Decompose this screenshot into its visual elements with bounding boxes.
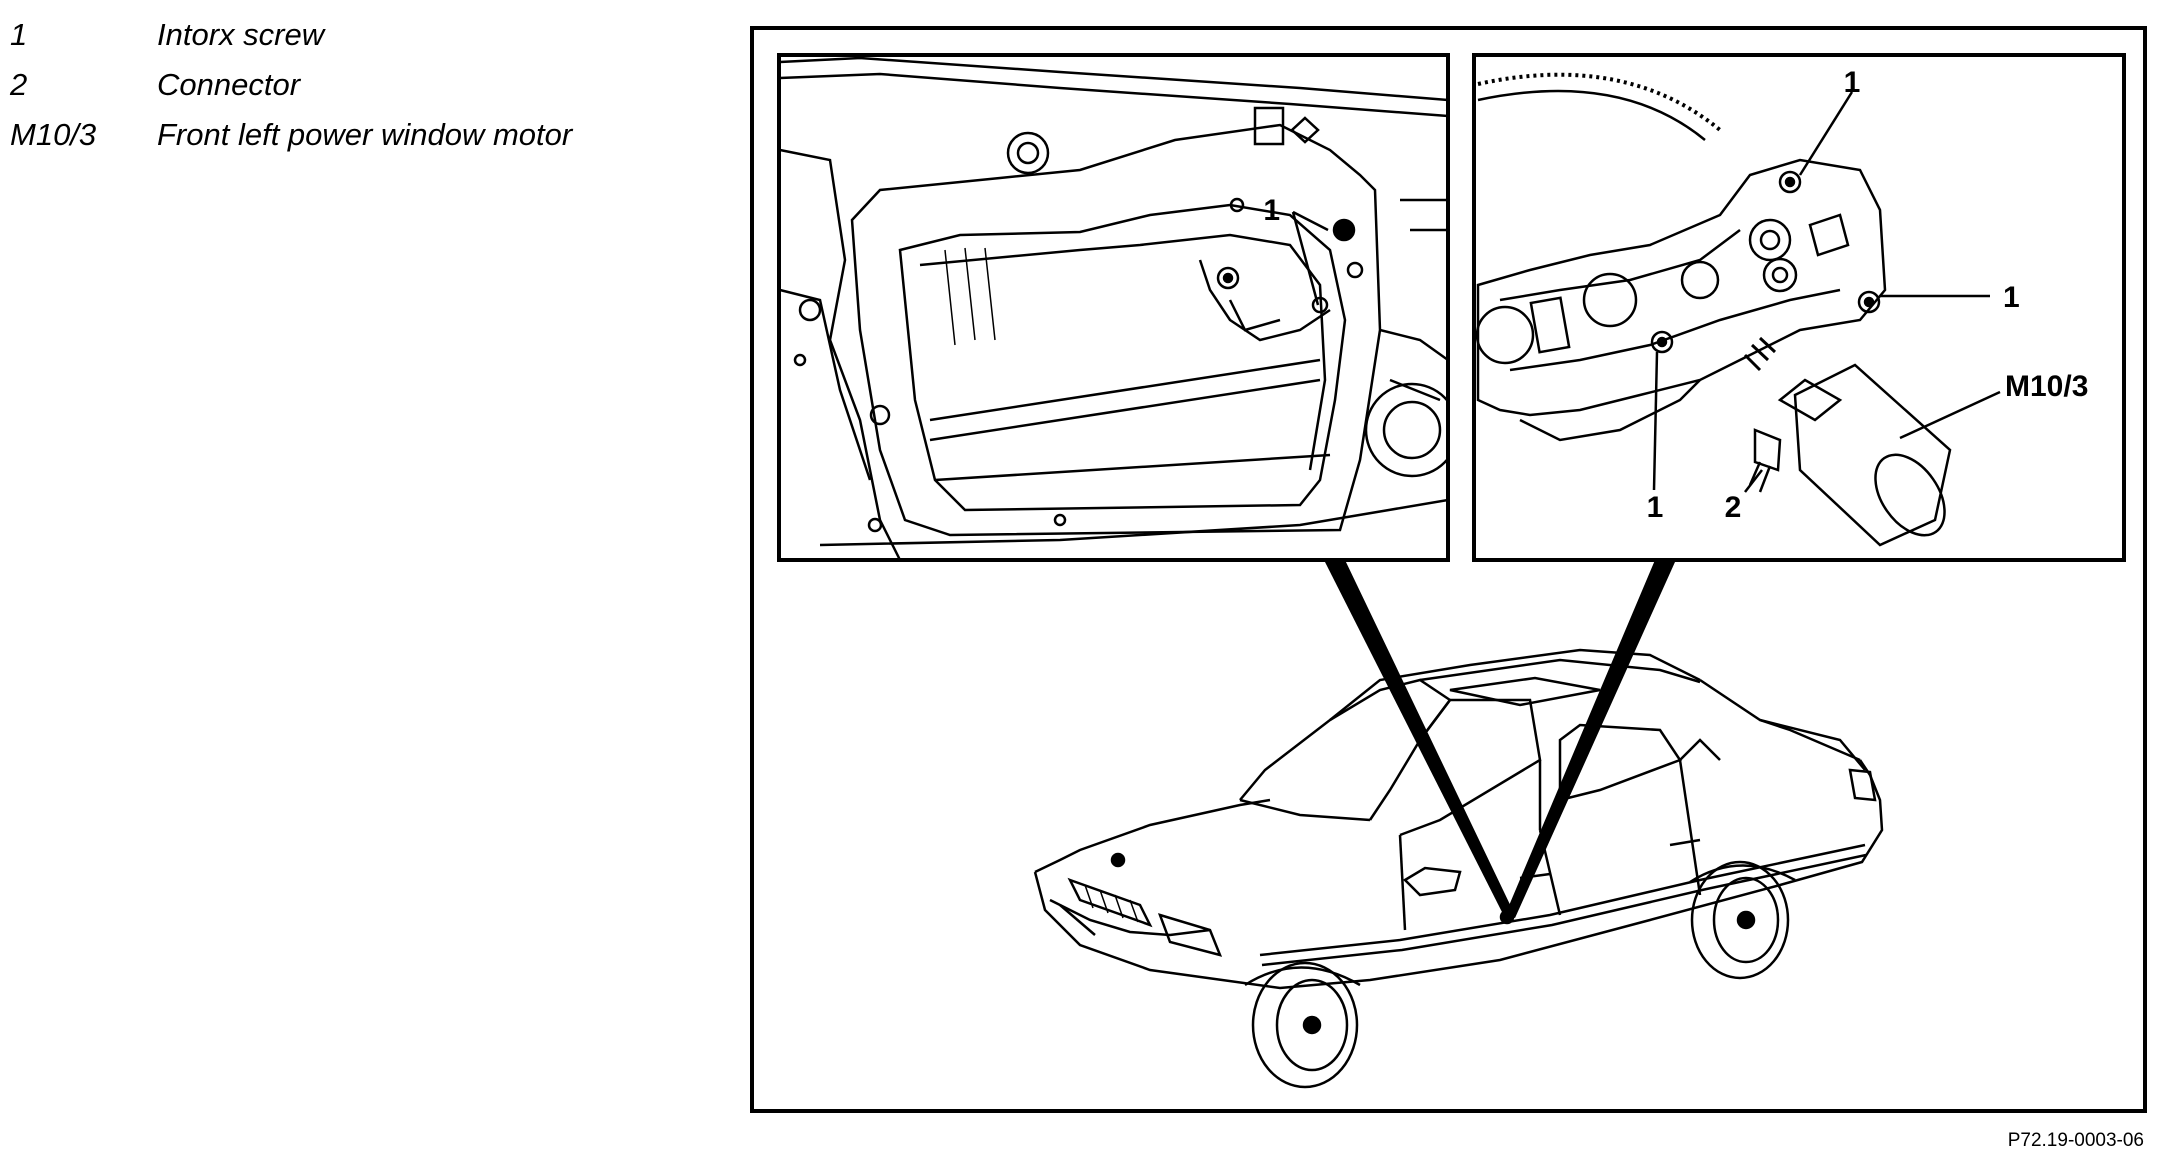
door-frame-detail: 1	[777, 53, 1450, 562]
legend-item: 1 Intorx screw	[10, 10, 572, 60]
legend-item: 2 Connector	[10, 60, 572, 110]
legend-key: 1	[10, 17, 28, 52]
callout-connector: 2	[1725, 491, 1742, 524]
callout-screw-bottom: 1	[1647, 491, 1664, 524]
leader-line	[1744, 469, 1763, 493]
callout-screw: 1	[1263, 194, 1280, 227]
leader-line	[1652, 351, 1659, 491]
right-panel-border	[1472, 53, 2126, 562]
legend-key: M10/3	[10, 117, 97, 152]
leader-line	[1291, 211, 1320, 306]
callout-motor: M10/3	[2005, 370, 2088, 403]
left-panel-border	[777, 53, 1450, 562]
leader-line	[1292, 210, 1329, 232]
legend: 1 Intorx screw 2 Connector M10/3 Front l…	[10, 10, 572, 160]
window-motor-detail: 1 1 1 2 M10/3	[1472, 53, 2126, 562]
callout-screw-top: 1	[1844, 66, 1861, 99]
figure-frame	[750, 26, 2147, 1113]
car-illustration	[1033, 648, 1884, 1089]
legend-description: Connector	[157, 67, 301, 102]
pointer-wedge-right	[1505, 560, 1675, 918]
callout-screw-right: 1	[2003, 281, 2020, 314]
legend-description: Intorx screw	[157, 17, 325, 52]
legend-description: Front left power window motor	[157, 117, 573, 152]
figure-reference-code: P72.19-0003-06	[2007, 1130, 2144, 1151]
leader-line	[1899, 390, 2001, 440]
legend-item: M10/3 Front left power window motor	[10, 110, 572, 160]
leader-line	[1798, 91, 1854, 176]
legend-key: 2	[10, 67, 28, 102]
